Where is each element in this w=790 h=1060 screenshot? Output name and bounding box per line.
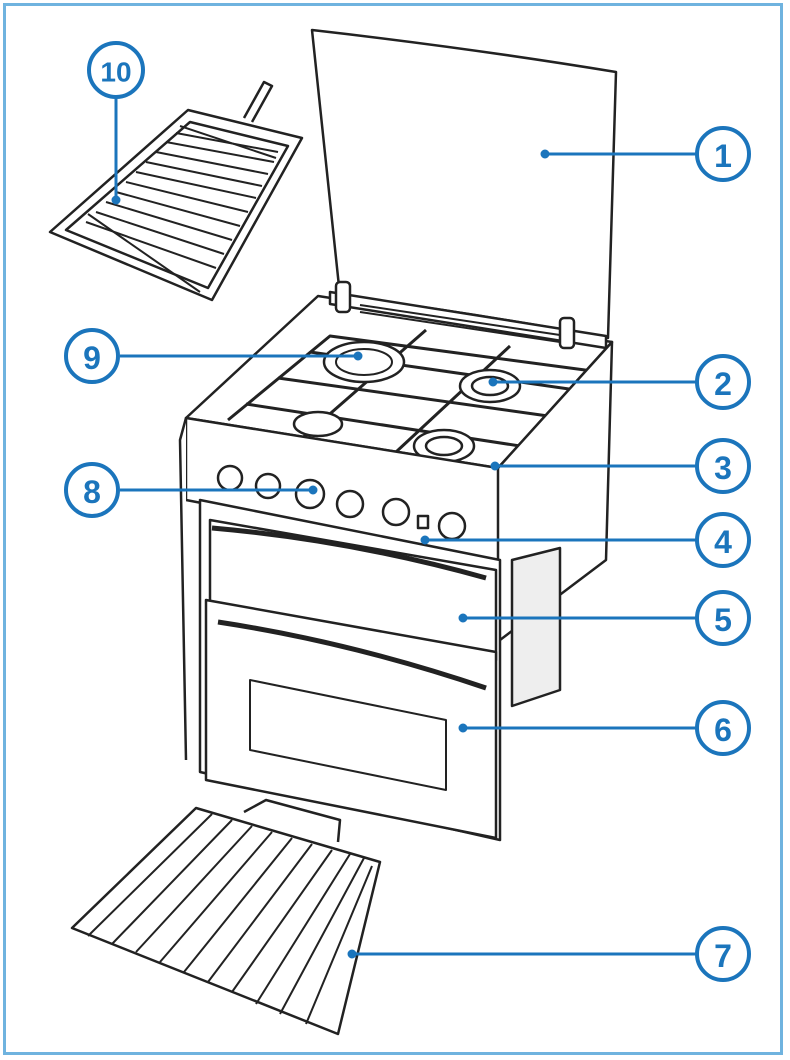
diagram-frame: [3, 3, 783, 1055]
callout-10-label: 10: [100, 57, 131, 88]
oven-shelf: [70, 798, 382, 1036]
callout-8: 8: [64, 462, 120, 518]
callout-10: 10: [87, 41, 145, 99]
callout-5: 5: [695, 590, 751, 646]
callout-7: 7: [695, 926, 751, 982]
callout-9: 9: [64, 328, 120, 384]
callout-2-label: 2: [714, 366, 732, 402]
callout-1: 1: [695, 126, 751, 182]
hob: [184, 280, 614, 470]
callout-5-label: 5: [714, 602, 732, 638]
callout-7-label: 7: [714, 938, 732, 974]
callout-2: 2: [695, 354, 751, 410]
callout-4-label: 4: [714, 524, 732, 560]
cooker-body: [178, 340, 614, 842]
callout-6: 6: [695, 700, 751, 756]
callout-4: 4: [695, 512, 751, 568]
lid: [310, 28, 618, 340]
callout-9-label: 9: [83, 340, 101, 376]
callout-8-label: 8: [83, 474, 101, 510]
callout-6-label: 6: [714, 712, 732, 748]
callout-3-label: 3: [714, 450, 732, 486]
leader-lines: [111, 96, 698, 959]
callout-1-label: 1: [714, 138, 732, 174]
grill-pan: [48, 80, 304, 302]
callout-3: 3: [695, 438, 751, 494]
